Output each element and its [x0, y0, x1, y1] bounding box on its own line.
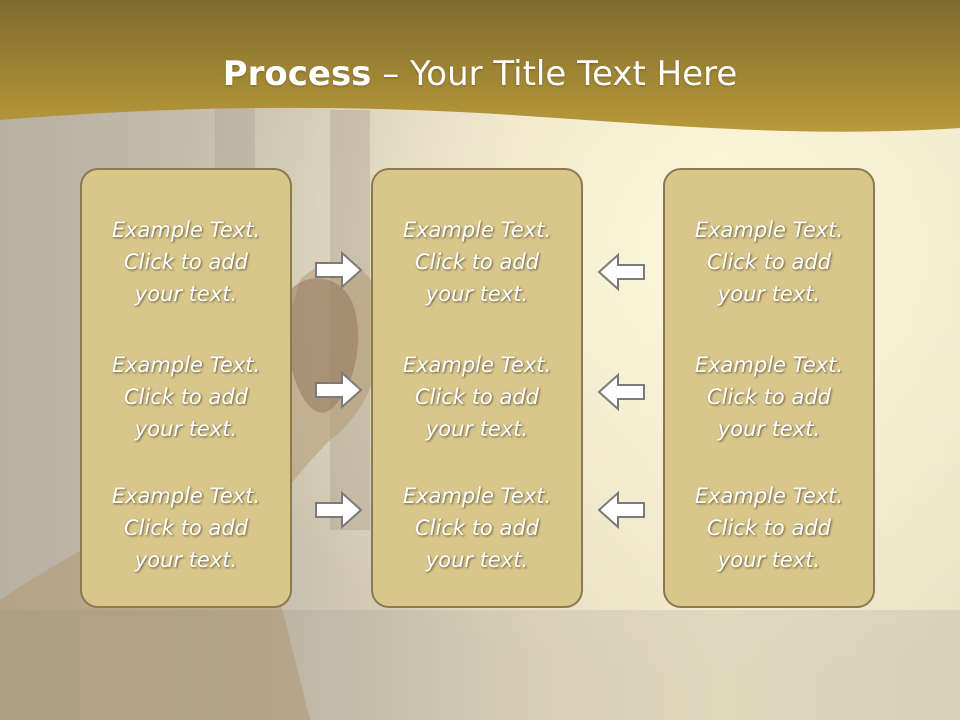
box-text[interactable]: Example Text. Click to add your text. — [111, 218, 261, 306]
slide-title[interactable]: Process – Your Title Text Here — [0, 52, 960, 96]
right-arrow-icon — [315, 250, 363, 290]
box-text[interactable]: Example Text. Click to add your text. — [694, 484, 844, 572]
box-text[interactable]: Example Text. Click to add your text. — [402, 218, 552, 306]
header-band — [0, 0, 960, 132]
box-text[interactable]: Example Text. Click to add your text. — [694, 218, 844, 306]
box-text[interactable]: Example Text. Click to add your text. — [111, 353, 261, 441]
process-box-center[interactable]: Example Text. Click to add your text. Ex… — [371, 168, 583, 608]
left-arrow-icon — [597, 252, 645, 292]
process-box-left[interactable]: Example Text. Click to add your text. Ex… — [80, 168, 292, 608]
title-rest: – Your Title Text Here — [371, 54, 738, 94]
box-text[interactable]: Example Text. Click to add your text. — [402, 353, 552, 441]
box-text[interactable]: Example Text. Click to add your text. — [694, 353, 844, 441]
title-bold: Process — [222, 54, 372, 94]
box-text[interactable]: Example Text. Click to add your text. — [111, 484, 261, 572]
left-arrow-icon — [597, 490, 645, 530]
process-box-right[interactable]: Example Text. Click to add your text. Ex… — [663, 168, 875, 608]
left-arrow-icon — [597, 372, 645, 412]
box-text[interactable]: Example Text. Click to add your text. — [402, 484, 552, 572]
right-arrow-icon — [315, 370, 363, 410]
right-arrow-icon — [315, 490, 363, 530]
